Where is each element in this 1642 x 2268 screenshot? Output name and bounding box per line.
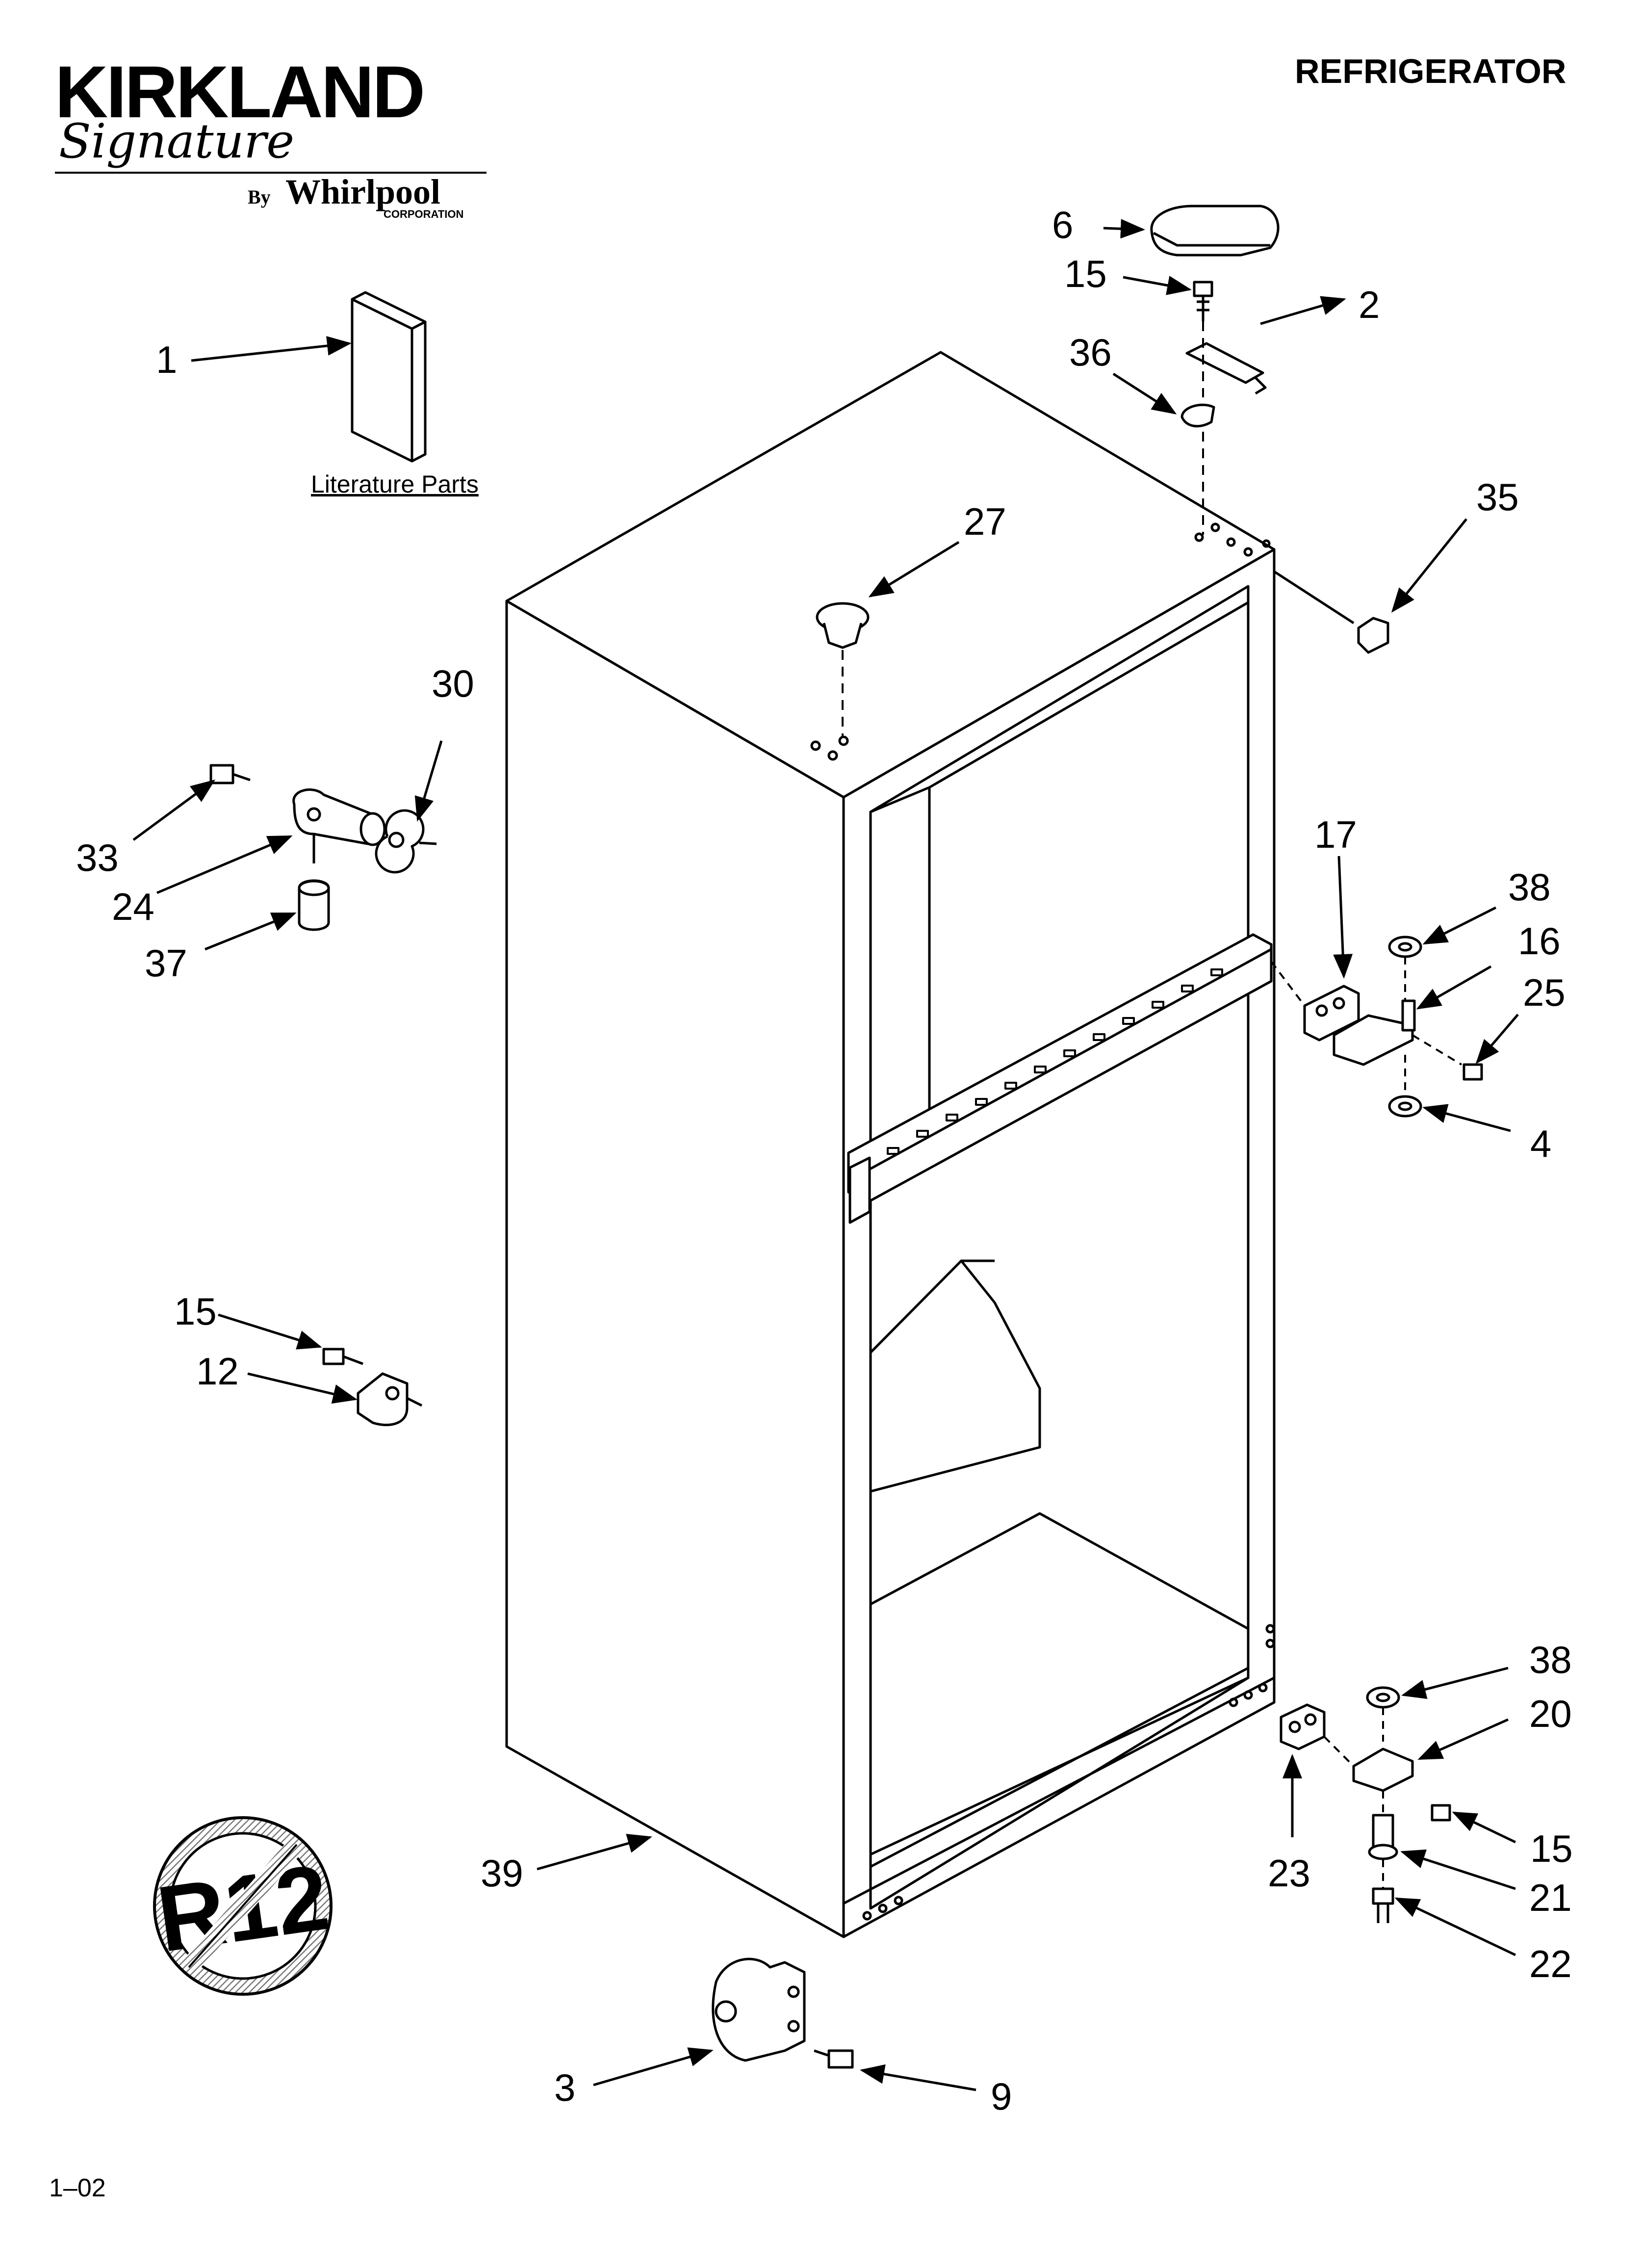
callout-3: 3 xyxy=(554,2066,575,2109)
callout-38-bottom: 38 xyxy=(1529,1638,1572,1681)
callout-4: 4 xyxy=(1530,1122,1551,1165)
callout-24: 24 xyxy=(112,885,154,928)
callout-37: 37 xyxy=(145,941,187,985)
callout-15-left: 15 xyxy=(174,1290,217,1333)
callout-20: 20 xyxy=(1529,1692,1572,1735)
callout-15-bottom: 15 xyxy=(1530,1827,1573,1870)
callout-15-top: 15 xyxy=(1064,252,1107,295)
callout-27: 27 xyxy=(964,500,1006,543)
logo-rule xyxy=(55,172,487,174)
callout-17: 17 xyxy=(1314,813,1357,856)
maker-sub: CORPORATION xyxy=(384,208,464,220)
callout-25: 25 xyxy=(1523,971,1565,1014)
brand-script: Signature xyxy=(59,114,295,169)
callout-numbers: 1 2 3 4 6 9 12 15 15 15 16 17 20 21 22 2… xyxy=(76,203,1573,2118)
top-plug xyxy=(816,602,870,736)
callout-35: 35 xyxy=(1476,475,1519,519)
callout-2: 2 xyxy=(1359,283,1380,326)
callout-21: 21 xyxy=(1529,1876,1572,1919)
hinge-cover xyxy=(1150,205,1280,257)
callout-9: 9 xyxy=(991,2075,1012,2118)
center-hinge-assembly xyxy=(1270,936,1483,1118)
callout-23: 23 xyxy=(1268,1851,1310,1895)
leveling-roller xyxy=(712,1957,854,2069)
bottom-hinge-assembly xyxy=(1280,1686,1451,1923)
footer-code: 1–02 xyxy=(49,2174,106,2202)
by-label: By xyxy=(248,186,271,208)
hinge-clip xyxy=(1273,570,1389,654)
tubing-clamp xyxy=(322,1348,423,1427)
callout-33: 33 xyxy=(76,836,119,879)
callout-12: 12 xyxy=(196,1350,239,1393)
literature-booklet xyxy=(351,291,427,463)
callout-36: 36 xyxy=(1069,331,1112,374)
callout-39: 39 xyxy=(481,1851,523,1895)
leader-lines xyxy=(132,219,1519,2091)
callout-1: 1 xyxy=(156,338,177,381)
brand-wordmark: KIRKLAND xyxy=(55,51,425,133)
callout-30: 30 xyxy=(432,662,474,705)
top-hinge-assembly xyxy=(1180,281,1267,535)
section-title: REFRIGERATOR xyxy=(1295,52,1566,90)
door-handle-assembly xyxy=(209,764,437,931)
no-r12-symbol: R12 xyxy=(151,1816,335,1996)
callout-6: 6 xyxy=(1052,203,1073,246)
refrigerator-cabinet xyxy=(505,351,1276,1938)
literature-label: Literature Parts xyxy=(311,470,479,498)
maker-logo: Whirlpool xyxy=(285,172,441,211)
callout-22: 22 xyxy=(1529,1942,1572,1985)
callout-16: 16 xyxy=(1518,919,1561,963)
callout-38-top: 38 xyxy=(1508,865,1551,909)
